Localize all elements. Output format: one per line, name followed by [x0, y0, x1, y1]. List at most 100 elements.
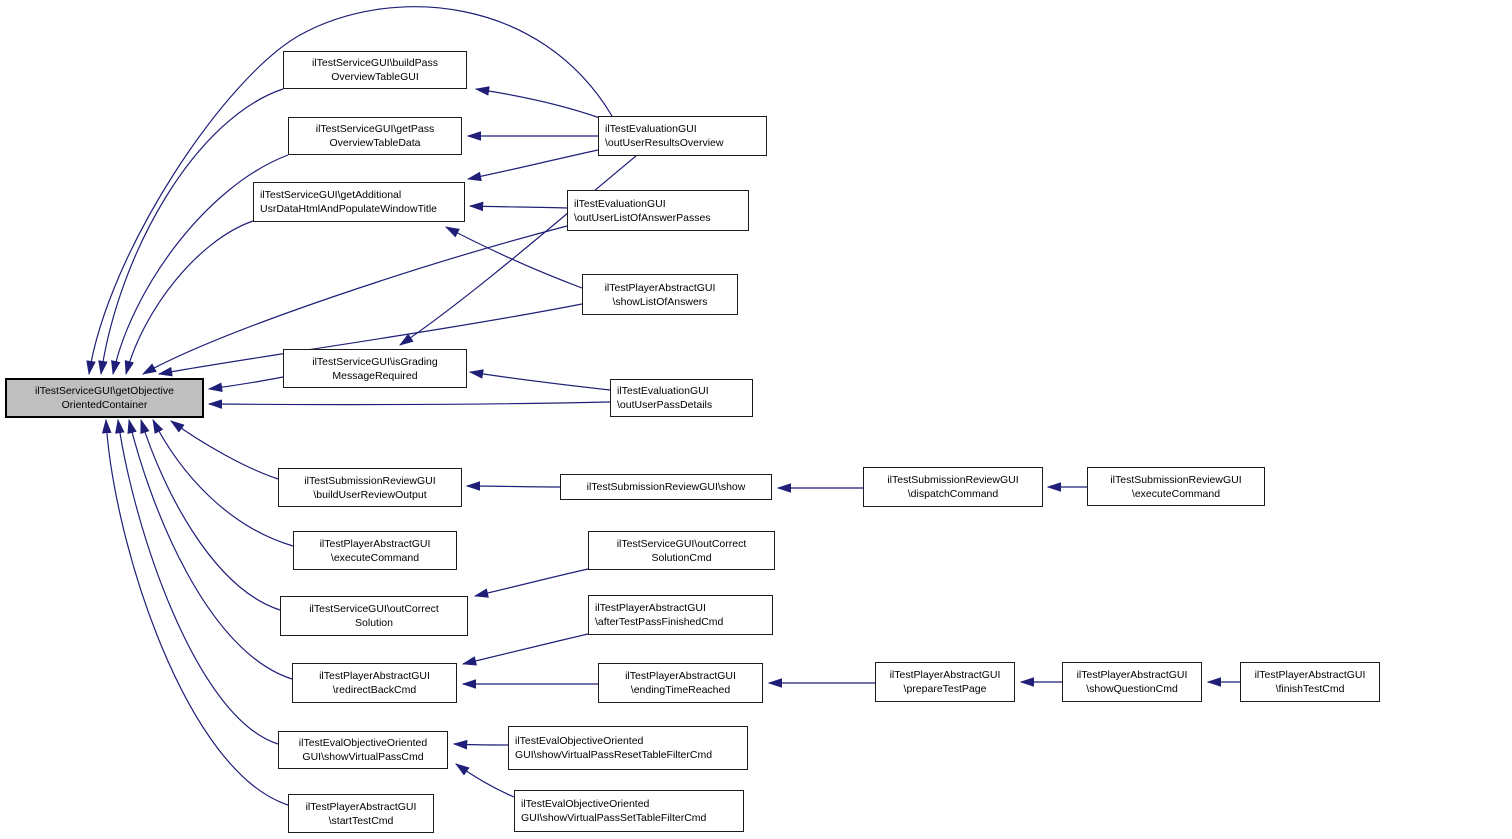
node-label-line: \outUserResultsOverview: [605, 137, 724, 149]
node-outUserListOfAnswerPasses[interactable]: ilTestEvaluationGUI\outUserListOfAnswerP…: [567, 190, 749, 231]
node-prepareTestPage[interactable]: ilTestPlayerAbstractGUI \prepareTestPage: [875, 662, 1015, 702]
edge-outUserPassDetails--getObjectiveOrientedContainer: [207, 399, 611, 409]
node-label-line: ilTestSubmissionReviewGUI\show: [586, 481, 746, 493]
node-label-line: ilTestPlayerAbstractGUI: [319, 537, 431, 550]
edge-buildUserReviewOutput--getObjectiveOrientedContainer: [170, 420, 279, 480]
node-label-line: ilTestServiceGUI\outCorrect: [616, 537, 747, 550]
edge-showVirtualPassResetTableFilterCmd--showVirtualPassCmd: [452, 739, 509, 750]
node-label-line: \startTestCmd: [328, 814, 394, 827]
node-buildUserReviewOutput[interactable]: ilTestSubmissionReviewGUI\buildUserRevie…: [278, 468, 462, 507]
node-label-line: ilTestPlayerAbstractGUI: [1076, 669, 1188, 681]
node-label-line: \finishTestCmd: [1275, 683, 1345, 695]
node-afterTestPassFinishedCmd[interactable]: ilTestPlayerAbstractGUI \afterTestPassFin…: [588, 595, 773, 635]
node-label-line: ilTestServiceGUI\getPass: [315, 123, 435, 135]
node-redirectBackCmd[interactable]: ilTestPlayerAbstractGUI \redirectBackCmd: [292, 663, 457, 703]
node-outUserResultsOverview[interactable]: ilTestEvaluationGUI \outUserResultsOvervi…: [598, 116, 767, 156]
node-label-line: \outUserListOfAnswerPasses: [574, 211, 711, 224]
node-label-line: ilTestEvalObjectiveOriented: [298, 737, 428, 749]
node-label-line: GUI\showVirtualPassCmd: [302, 751, 424, 763]
edge-afterTestPassFinishedCmd--redirectBackCmd: [461, 633, 589, 666]
node-showQuestionCmd[interactable]: ilTestPlayerAbstractGUI \showQuestionCmd: [1062, 662, 1202, 702]
node-label-line: UsrDataHtmlAndPopulateWindowTitle: [260, 203, 438, 215]
edge-getPassOverviewTableData--getObjectiveOrientedContainer: [111, 154, 289, 376]
node-label-line: \executeCommand: [330, 551, 420, 564]
node-label-line: ilTestPlayerAbstractGUI: [625, 670, 736, 682]
node-label-line: \endingTimeReached: [630, 684, 731, 696]
node-label-line: ilTestPlayerAbstractGUI: [319, 670, 430, 682]
node-label-line: ilTestPlayerAbstractGUI: [1254, 669, 1366, 681]
node-label-line: \buildUserReviewOutput: [313, 488, 427, 501]
node-showListOfAnswers[interactable]: ilTestPlayerAbstractGUI\showListOfAnswer…: [582, 274, 738, 315]
edge-outUserListOfAnswerPasses--getAdditionalUsrDataHtmlAndPopulateWindowTitle: [468, 201, 568, 212]
edge-outUserResultsOverview--isGradingMessageRequired: [399, 155, 637, 346]
edge-submissionReviewShow--buildUserReviewOutput: [465, 481, 561, 491]
node-label-line: ilTestEvaluationGUI: [617, 385, 709, 397]
node-label-line: ilTestPlayerAbstractGUI: [889, 669, 1001, 681]
node-finishTestCmd[interactable]: ilTestPlayerAbstractGUI \finishTestCmd: [1240, 662, 1380, 702]
node-label-line: ilTestServiceGUI\isGrading: [312, 355, 438, 368]
node-label-line: ilTestServiceGUI\outCorrect: [309, 603, 439, 615]
edge-outUserResultsOverview--getObjectiveOrientedContainer: [86, 6, 613, 376]
node-label-line: ilTestPlayerAbstractGUI: [604, 281, 716, 294]
node-label-line: GUI\showVirtualPassResetTableFilterCmd: [515, 749, 713, 761]
node-label-line: \redirectBackCmd: [332, 684, 417, 696]
node-submissionReviewExecuteCommand[interactable]: ilTestSubmissionReviewGUI\executeCommand: [1087, 467, 1265, 506]
edge-buildPassOverviewTableGUI--getObjectiveOrientedContainer: [98, 88, 284, 376]
edge-showVirtualPassSetTableFilterCmd--showVirtualPassCmd: [455, 763, 515, 798]
node-label-line: OverviewTableGUI: [331, 71, 419, 83]
node-label-line: ilTestEvaluationGUI: [605, 123, 697, 135]
node-playerExecuteCommand[interactable]: ilTestPlayerAbstractGUI\executeCommand: [293, 531, 457, 570]
edge-outUserResultsOverview--buildPassOverviewTableGUI: [474, 86, 601, 119]
node-label-line: ilTestEvaluationGUI: [574, 197, 666, 210]
node-label-line: \dispatchCommand: [907, 488, 999, 500]
edges-group: [86, 6, 1241, 806]
node-dispatchCommand[interactable]: ilTestSubmissionReviewGUI \dispatchComman…: [863, 467, 1043, 507]
edge-showListOfAnswers--getObjectiveOrientedContainer: [157, 303, 583, 377]
edge-isGradingMessageRequired--getObjectiveOrientedContainer: [207, 376, 284, 393]
node-label-line: ilTestPlayerAbstractGUI: [305, 800, 417, 813]
node-label-line: ilTestServiceGUI\getObjective: [35, 385, 174, 397]
node-label-line: ilTestServiceGUI\getAdditional: [260, 189, 402, 201]
node-label-line: SolutionCmd: [651, 551, 712, 564]
node-label-line: ilTestEvalObjectiveOriented: [521, 798, 650, 810]
edge-outCorrectSolutionCmd--outCorrectSolution: [473, 568, 589, 598]
node-label-line: ilTestSubmissionReviewGUI: [1110, 473, 1242, 486]
edge-showListOfAnswers--getAdditionalUsrDataHtmlAndPopulateWindowTitle: [444, 226, 583, 289]
node-label-line: \outUserPassDetails: [617, 399, 713, 411]
node-label-line: ilTestSubmissionReviewGUI: [304, 474, 436, 487]
node-endingTimeReached[interactable]: ilTestPlayerAbstractGUI \endingTimeReache…: [598, 663, 763, 703]
node-label-line: OverviewTableData: [329, 137, 421, 149]
node-startTestCmd[interactable]: ilTestPlayerAbstractGUI\startTestCmd: [288, 794, 434, 833]
node-label-line: ilTestEvalObjectiveOriented: [515, 735, 644, 747]
node-label-line: ilTestPlayerAbstractGUI: [595, 602, 706, 614]
edge-showVirtualPassCmd--getObjectiveOrientedContainer: [115, 418, 279, 745]
node-label-line: OrientedContainer: [61, 399, 148, 411]
node-label-line: GUI\showVirtualPassSetTableFilterCmd: [521, 812, 707, 824]
edge-startTestCmd--getObjectiveOrientedContainer: [101, 418, 289, 806]
node-label-line: Solution: [355, 617, 393, 629]
node-label-line: \prepareTestPage: [903, 683, 987, 695]
node-outUserPassDetails[interactable]: ilTestEvaluationGUI \outUserPassDetails: [610, 379, 753, 417]
edge-redirectBackCmd--getObjectiveOrientedContainer: [127, 418, 293, 680]
edge-outCorrectSolution--getObjectiveOrientedContainer: [140, 418, 281, 611]
node-label-line: ilTestSubmissionReviewGUI: [887, 474, 1019, 486]
node-submissionReviewShow[interactable]: ilTestSubmissionReviewGUI\show: [560, 474, 772, 500]
node-label-line: \showQuestionCmd: [1086, 683, 1178, 695]
node-label-line: \executeCommand: [1131, 487, 1221, 500]
edge-outUserListOfAnswerPasses--getObjectiveOrientedContainer: [141, 225, 568, 375]
node-label-line: \afterTestPassFinishedCmd: [595, 616, 724, 628]
node-label-line: ilTestServiceGUI\buildPass: [311, 57, 439, 69]
node-label-line: MessageRequired: [332, 369, 418, 382]
